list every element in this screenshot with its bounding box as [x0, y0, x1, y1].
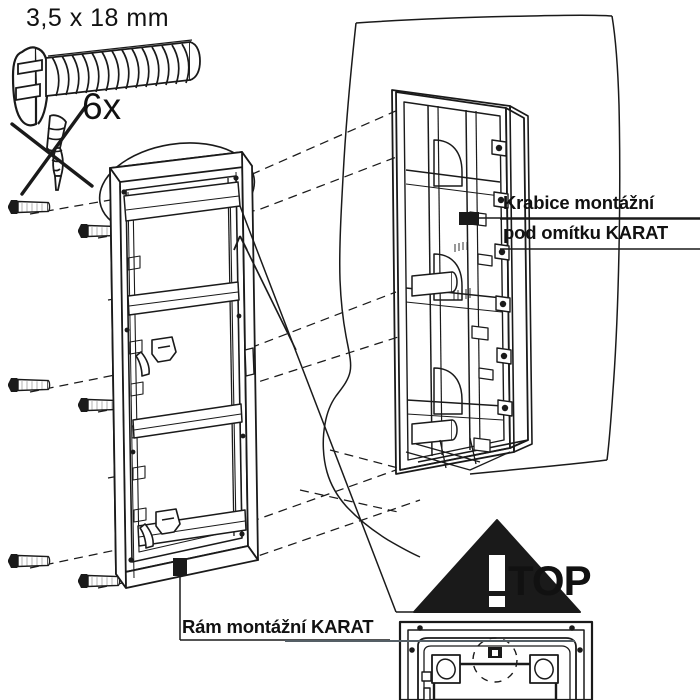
frame-top-detail-view: [398, 620, 594, 700]
mounting-frame-part: [109, 151, 259, 589]
screw-quantity-label: 6x: [82, 86, 122, 127]
black-square-marker-box: [459, 212, 479, 225]
flush-mounting-box-part: [391, 89, 533, 475]
screw-dimension-label: 3,5 x 18 mm: [26, 4, 170, 32]
top-orientation-label: TOP: [508, 557, 592, 604]
detail-callout-arrow: [233, 235, 297, 351]
machine-screw-icon: [11, 39, 201, 127]
black-square-marker-frame: [173, 558, 187, 576]
mounting-frame-label: Rám montážní KARAT: [182, 616, 374, 637]
crossed-out-wood-screw-icon: [10, 104, 94, 196]
screw-group-left: [7, 199, 121, 589]
wall-cutout-outline: [322, 14, 621, 558]
frame-to-detail-leader: [239, 205, 424, 613]
mounting-box-label-line1: Krabice montážní: [503, 192, 654, 213]
mounting-box-label-line2: pod omítku KARAT: [503, 222, 668, 243]
